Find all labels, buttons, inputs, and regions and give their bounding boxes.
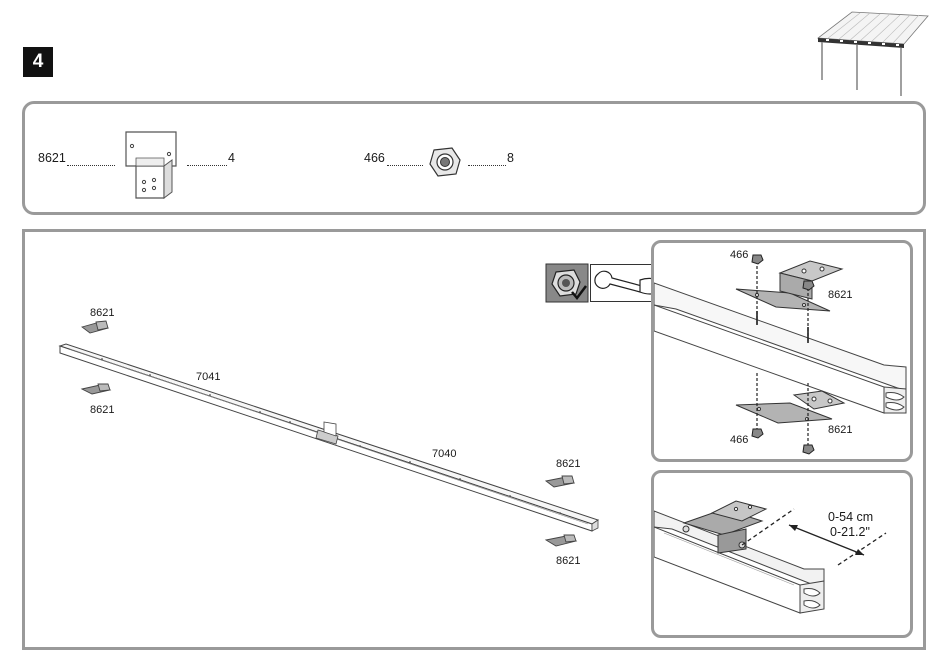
bracket-label: 8621 <box>828 424 852 436</box>
nut-label: 466 <box>730 434 748 446</box>
bracket-label: 8621 <box>90 404 114 416</box>
bracket-label: 8621 <box>556 555 580 567</box>
detail-inset-position-range: 0-54 cm 0-21.2" <box>651 470 913 638</box>
beam-label: 7040 <box>432 448 456 460</box>
rail-bracket-exploded-drawing <box>654 243 913 462</box>
nut-tighten-check-icon <box>546 264 588 302</box>
rail-bracket-position-drawing <box>654 473 913 638</box>
beam-label: 7041 <box>196 371 220 383</box>
bracket-label: 8621 <box>556 458 580 470</box>
bracket-label: 8621 <box>828 289 852 301</box>
nut-label: 466 <box>730 249 748 261</box>
range-metric-label: 0-54 cm <box>828 510 873 524</box>
bracket-label: 8621 <box>90 307 114 319</box>
detail-inset-bolting: 466 8621 466 8621 <box>651 240 913 462</box>
range-imperial-label: 0-21.2" <box>830 525 870 539</box>
